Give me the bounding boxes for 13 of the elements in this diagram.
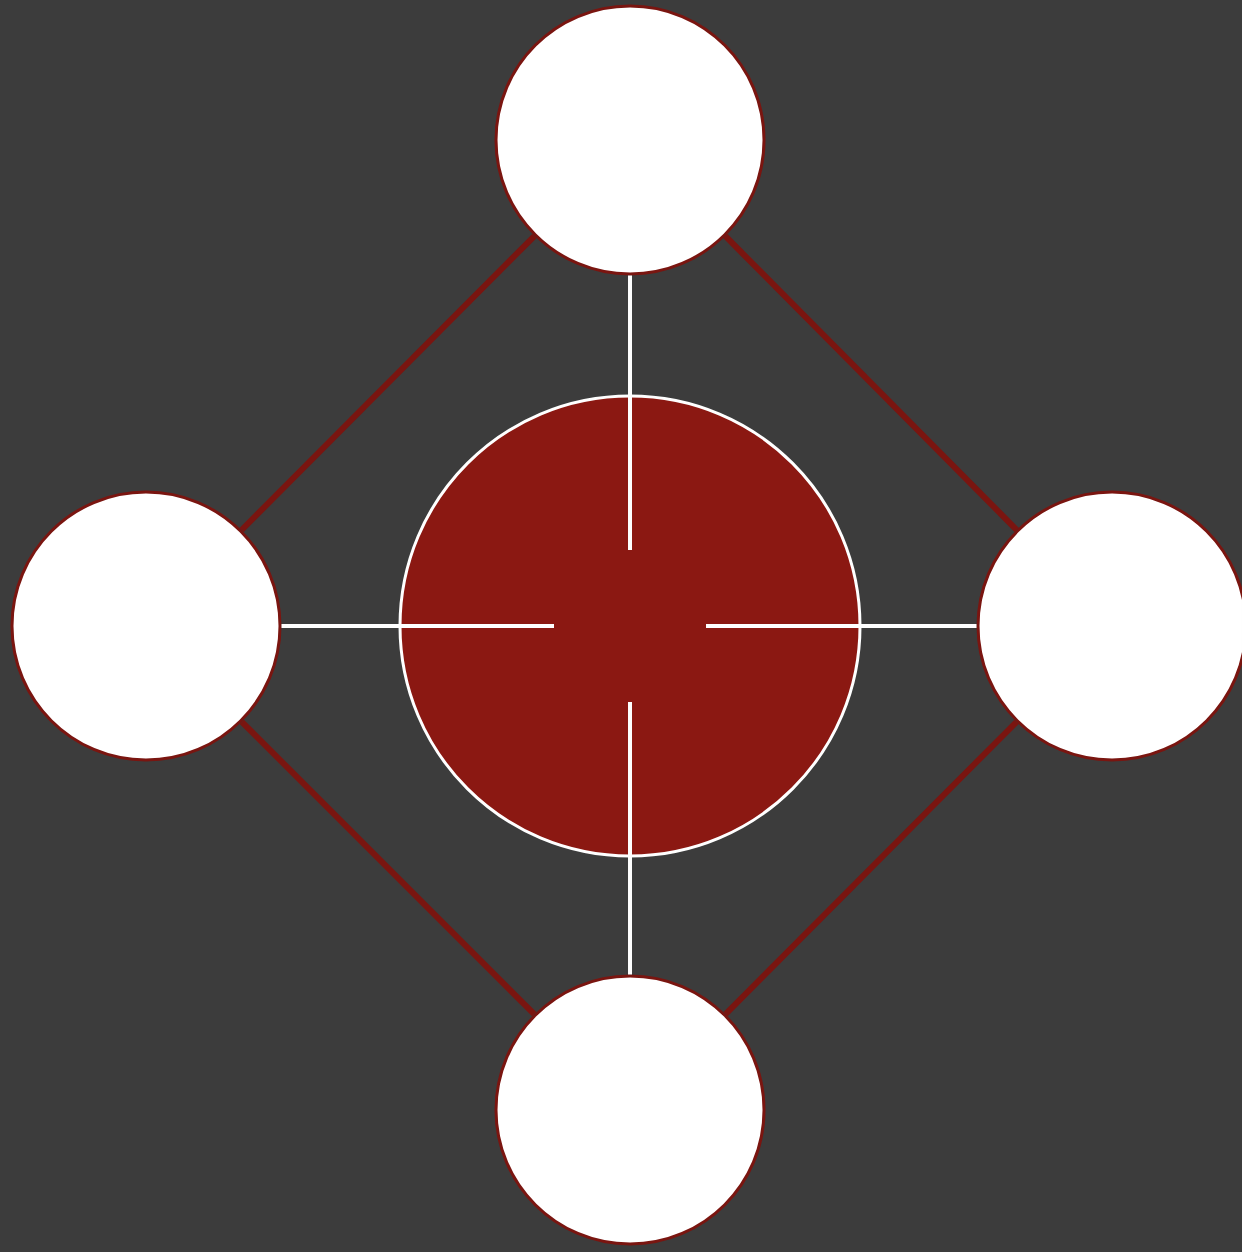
spoke-line xyxy=(281,624,554,628)
connector-line xyxy=(723,719,1019,1017)
connector-line xyxy=(723,234,1019,532)
spoke-line xyxy=(628,275,632,550)
connector-line xyxy=(239,233,537,533)
circle xyxy=(494,4,766,276)
circle xyxy=(494,974,766,1246)
hub-circle xyxy=(398,394,862,858)
spoke-line xyxy=(706,624,977,628)
spoke-line xyxy=(628,702,632,975)
connector-line xyxy=(239,719,537,1017)
circle xyxy=(10,490,282,762)
circle xyxy=(976,490,1242,762)
